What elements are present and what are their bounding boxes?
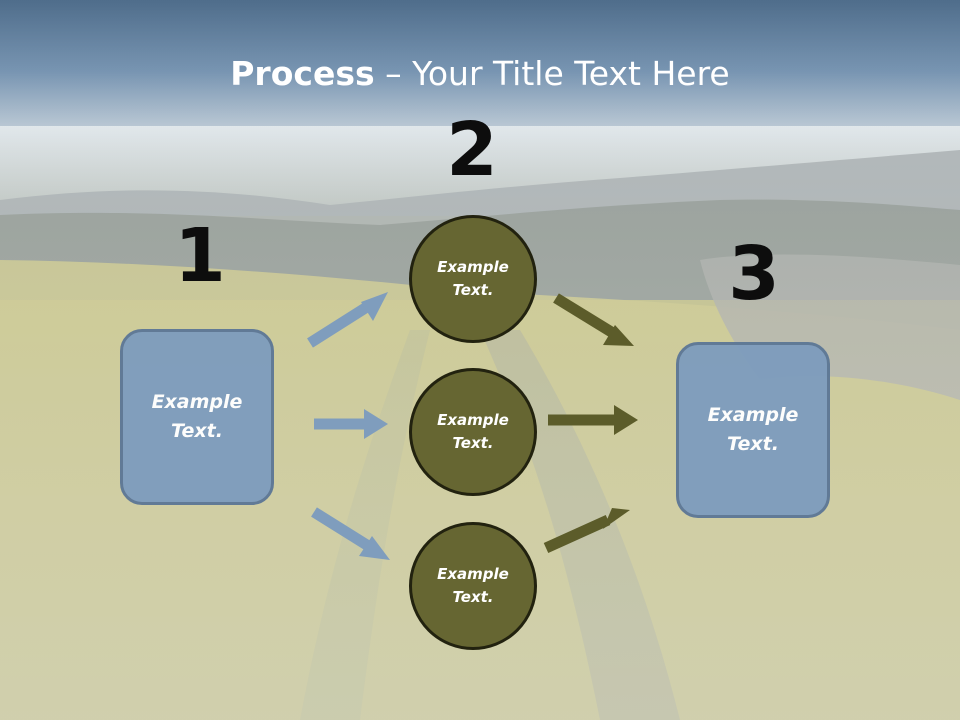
title-rest: – Your Title Text Here [374,54,730,93]
blue-arrow-down [311,507,390,560]
step-2-circle-bottom: Example Text. [409,522,537,650]
slide-title: Process – Your Title Text Here [0,52,960,96]
blue-arrow-up [307,292,388,348]
step-3-box-text: Example Text. [707,404,799,455]
step-number-1: 1 [174,213,226,299]
step-number-3: 3 [728,231,780,317]
step-1-box-text: Example Text. [151,391,243,442]
circle-bottom-text: Example Text. [437,565,509,606]
step-3-box: Example Text. [676,342,830,518]
step-2-circle-top: Example Text. [409,215,537,343]
olive-arrow-middle [548,405,638,435]
circle-middle-text: Example Text. [437,411,509,452]
blue-arrow-middle [314,409,388,439]
step-1-box: Example Text. [120,329,274,505]
title-strong: Process [230,54,375,93]
circle-top-text: Example Text. [437,258,509,299]
step-number-2: 2 [446,107,498,193]
step-2-circle-middle: Example Text. [409,368,537,496]
olive-arrow-up [543,508,630,554]
olive-arrow-down [553,293,634,346]
